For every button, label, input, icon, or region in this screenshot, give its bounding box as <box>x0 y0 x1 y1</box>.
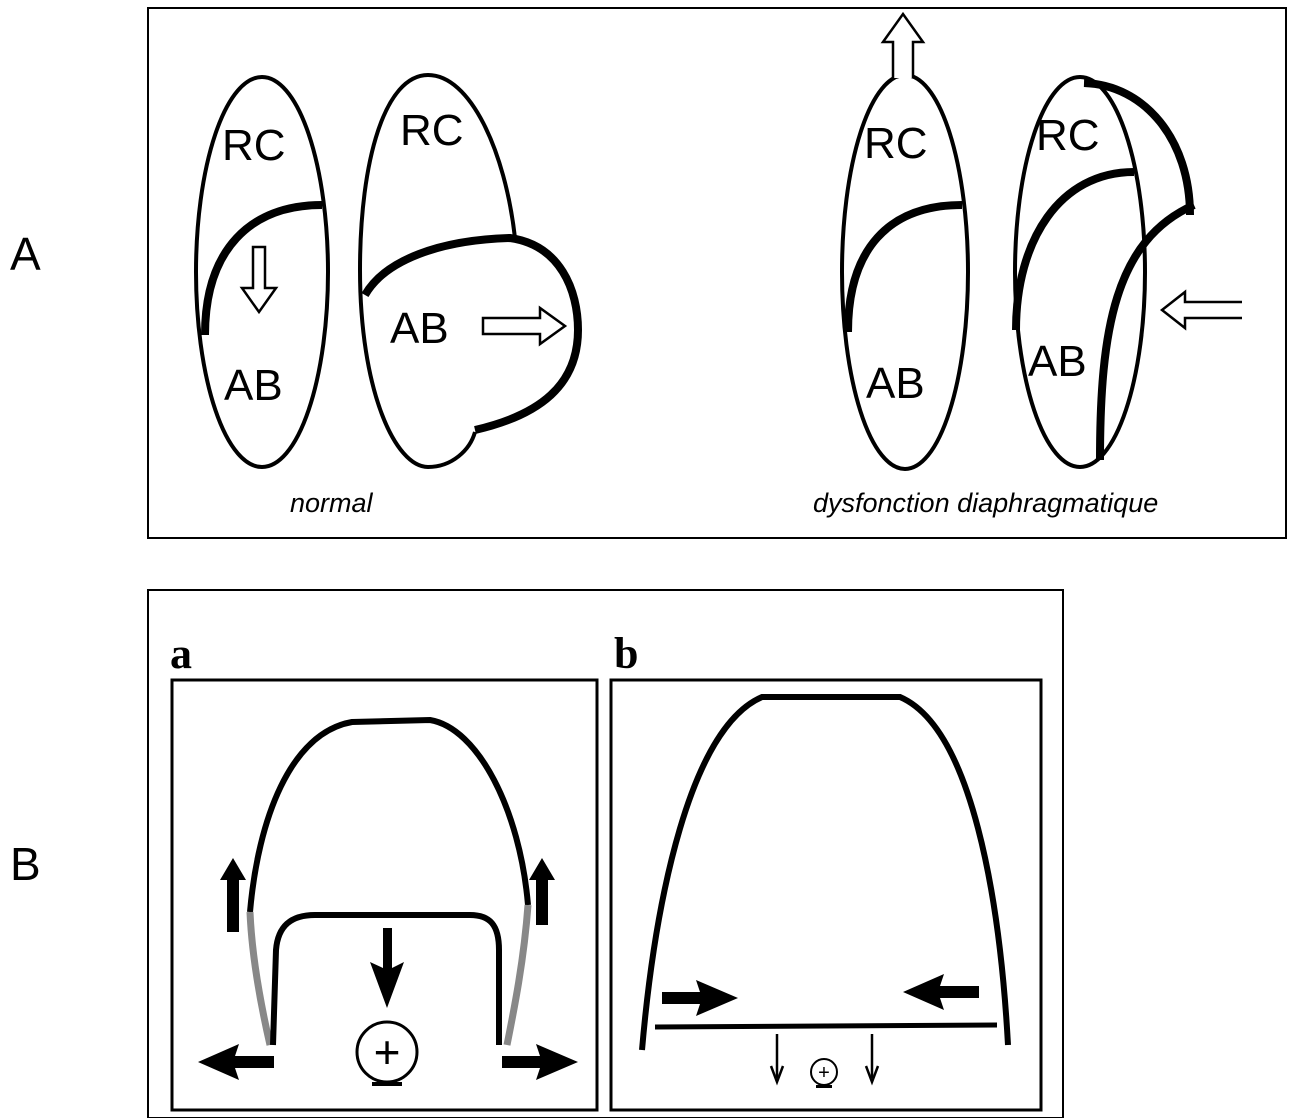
rib-cage-label: RC <box>1036 111 1100 160</box>
abdomen-paradox-line <box>1100 205 1194 460</box>
diaphragm-line <box>848 205 962 332</box>
normal-caption: normal <box>290 488 374 518</box>
pressure-base <box>372 1082 402 1086</box>
panel-b: B a + b <box>10 590 1063 1118</box>
dysfunction-caption: dysfonction diaphragmatique <box>813 488 1158 518</box>
up-hollow-arrow <box>883 14 923 78</box>
abdomen-label: AB <box>390 304 449 353</box>
flat-diaphragm <box>655 1025 997 1027</box>
outward-arrow-right <box>502 1044 578 1080</box>
subpanel-a-label: a <box>170 629 192 678</box>
abdomen-label: AB <box>1028 337 1087 386</box>
inward-arrow-right <box>903 974 979 1010</box>
outward-hollow-arrow <box>483 308 565 344</box>
subpanel-b-label: b <box>614 629 638 678</box>
diaphragm-down-arrow <box>370 928 404 1008</box>
abdomen-label: AB <box>866 359 925 408</box>
normal-figure-1: RC AB <box>196 77 328 467</box>
dysfunction-figure-2: RC AB <box>1015 77 1242 467</box>
subpanel-b-frame <box>611 680 1041 1110</box>
row-label-a: A <box>10 228 41 280</box>
up-arrow-right <box>529 858 555 925</box>
up-arrow-left <box>220 858 246 932</box>
pressure-sign: + <box>374 1026 401 1078</box>
inward-arrow-left <box>662 980 738 1016</box>
pressure-sign: + <box>818 1062 830 1084</box>
abdomen-label: AB <box>224 361 283 410</box>
panel-b-frame <box>148 590 1063 1118</box>
abdominal-pressure-symbol-small: + <box>811 1059 837 1088</box>
normal-figure-2: RC AB <box>360 75 578 467</box>
subpanel-a: a + <box>170 629 597 1110</box>
row-label-b: B <box>10 838 41 890</box>
inward-hollow-arrow <box>1162 292 1242 328</box>
rib-cage-label: RC <box>222 121 286 170</box>
pressure-base <box>816 1085 832 1088</box>
rib-cage-dome <box>250 720 528 912</box>
abdominal-pressure-symbol: + <box>357 1022 417 1086</box>
down-hollow-arrow <box>242 247 276 312</box>
outward-arrow-left <box>198 1044 274 1080</box>
rib-cage-label: RC <box>400 106 464 155</box>
rib-cage-expansion-line <box>1084 83 1190 215</box>
rib-cage-label: RC <box>864 119 928 168</box>
apposition-zone-right <box>507 905 528 1045</box>
panel-a: A RC AB RC AB normal RC AB <box>10 8 1286 538</box>
subpanel-b: b + <box>611 629 1041 1110</box>
apposition-zone-left <box>250 912 270 1045</box>
dysfunction-figure-1: RC AB <box>842 14 968 469</box>
